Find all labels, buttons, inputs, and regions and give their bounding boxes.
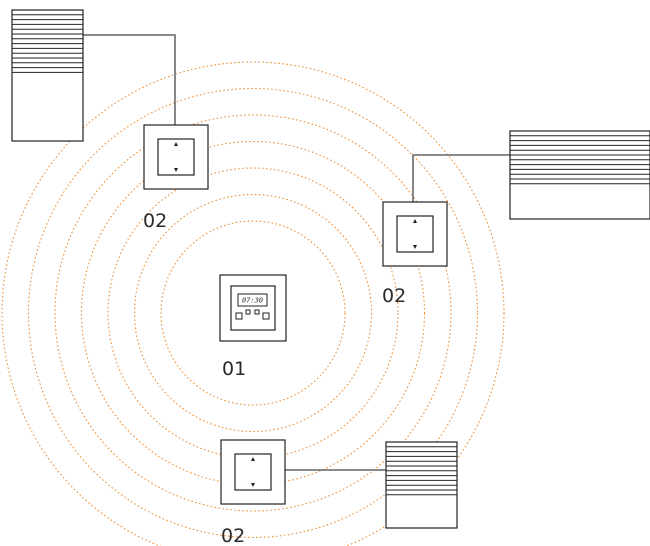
timer-button-3[interactable]	[254, 309, 260, 315]
signal-ring	[107, 167, 399, 459]
switch-3-label: 02	[221, 525, 245, 546]
wireless-switch-2[interactable]	[382, 201, 448, 267]
timer-button-1[interactable]	[235, 312, 243, 320]
arrow-down-icon	[174, 168, 178, 172]
shutter-slats	[12, 14, 83, 73]
shutter-slats	[510, 135, 650, 185]
central-timer-unit[interactable]: 07:30	[219, 274, 287, 342]
roller-shutter-2	[509, 130, 650, 220]
signal-ring	[54, 114, 452, 512]
signal-ring	[160, 220, 346, 406]
wireless-switch-1[interactable]	[143, 124, 209, 190]
arrow-down-icon	[413, 245, 417, 249]
wire-switch-2-to-shutter-2	[412, 154, 510, 202]
signal-ring	[1, 61, 505, 546]
roller-shutter-3	[385, 441, 458, 529]
connection-wires	[83, 34, 510, 471]
arrow-down-icon	[251, 483, 255, 487]
arrow-up-icon	[251, 457, 255, 461]
arrow-up-icon	[413, 219, 417, 223]
roller-shutter-1	[11, 9, 84, 142]
wire-switch-1-to-shutter-1	[83, 34, 176, 125]
arrow-up-icon	[174, 142, 178, 146]
timer-button-4[interactable]	[262, 312, 270, 320]
signal-range-rings	[1, 61, 505, 546]
switch-1-label: 02	[143, 210, 167, 232]
wireless-switch-3[interactable]	[220, 439, 286, 505]
signal-ring	[27, 87, 479, 539]
switch-2-label: 02	[382, 285, 406, 307]
shutter-slats	[386, 446, 457, 496]
signal-ring	[133, 193, 373, 433]
timer-display	[237, 293, 268, 307]
timer-button-2[interactable]	[245, 309, 251, 315]
timer-display-time: 07:30	[242, 297, 263, 305]
central-unit-label: 01	[222, 358, 246, 380]
